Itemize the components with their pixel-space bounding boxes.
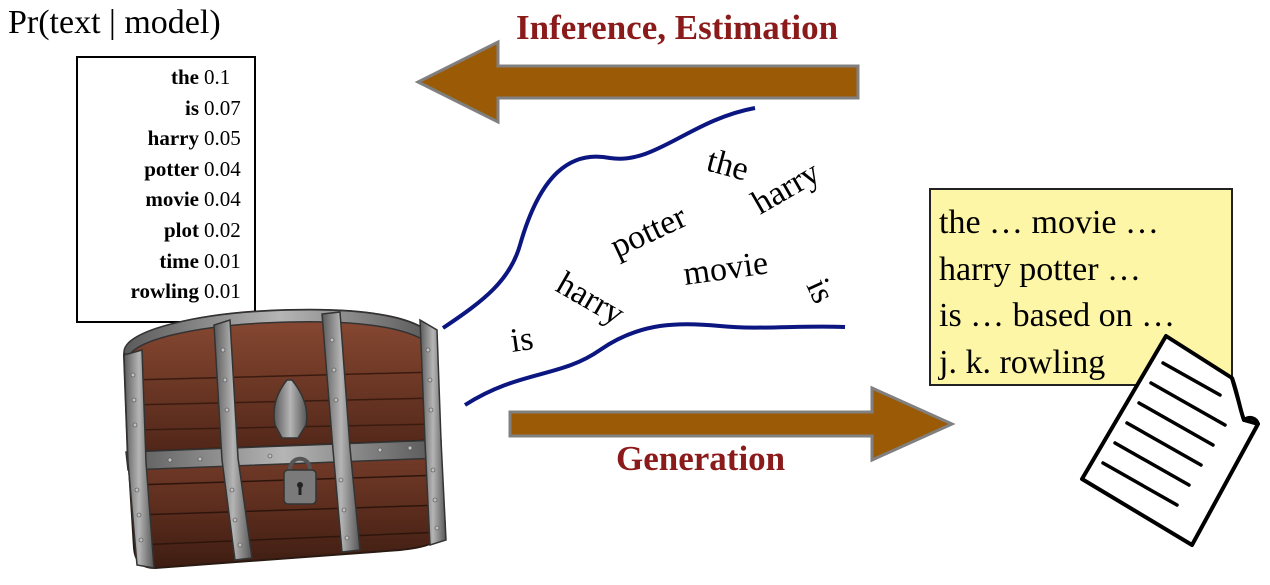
probability-value: 0.04 xyxy=(204,156,241,181)
generated-text-line: is … based on … xyxy=(939,297,1176,334)
probability-value: 0.05 xyxy=(204,126,241,151)
generation-arrow xyxy=(508,385,956,463)
stream-word: harry xyxy=(746,154,827,222)
probability-row: plot 0.02 xyxy=(78,215,254,246)
generated-text-line: j. k. rowling xyxy=(939,343,1106,381)
stream-word: is xyxy=(508,320,536,360)
probability-row: rowling 0.01 xyxy=(78,276,254,307)
probability-value: 0.1 xyxy=(204,65,231,89)
inference-arrow xyxy=(414,39,860,125)
page-title: Pr(text | model) xyxy=(8,4,221,41)
generation-label: Generation xyxy=(616,439,786,478)
probability-row: movie 0.04 xyxy=(78,184,254,215)
generated-text-box: the … movie … harry potter … is … based … xyxy=(929,188,1233,386)
text-stream-lower-line xyxy=(463,322,846,407)
probability-row: the 0.1 xyxy=(78,62,254,93)
stream-word: the xyxy=(703,142,753,188)
treasure-chest-icon xyxy=(122,308,447,570)
stream-word: is xyxy=(799,273,842,309)
probability-row: time 0.01 xyxy=(78,246,254,277)
probability-row: is 0.07 xyxy=(78,93,254,124)
probability-value: 0.01 xyxy=(204,279,241,304)
probability-word: plot xyxy=(163,217,199,242)
probability-value: 0.02 xyxy=(204,217,241,242)
probability-value: 0.04 xyxy=(204,187,241,212)
inference-label: Inference, Estimation xyxy=(516,8,839,47)
stream-word: movie xyxy=(681,244,770,292)
probability-word: rowling xyxy=(130,279,199,304)
probability-table: the 0.1 is 0.07 harry 0.05 potter 0.04 m… xyxy=(76,56,256,323)
probability-row: harry 0.05 xyxy=(78,123,254,154)
text-stream-upper-line xyxy=(441,106,756,330)
generated-text-line: the … movie … xyxy=(939,204,1160,241)
probability-word: time xyxy=(159,248,199,273)
probability-word: movie xyxy=(145,187,199,212)
probability-value: 0.07 xyxy=(204,95,241,120)
probability-word: is xyxy=(184,95,199,120)
probability-word: harry xyxy=(147,126,199,151)
probability-word: potter xyxy=(144,156,199,181)
stream-word: harry xyxy=(550,265,631,333)
generated-text-line: harry potter … xyxy=(939,250,1142,288)
probability-word: the xyxy=(171,65,199,89)
probability-row: potter 0.04 xyxy=(78,154,254,185)
stream-word: potter xyxy=(605,198,693,265)
probability-value: 0.01 xyxy=(204,248,241,273)
